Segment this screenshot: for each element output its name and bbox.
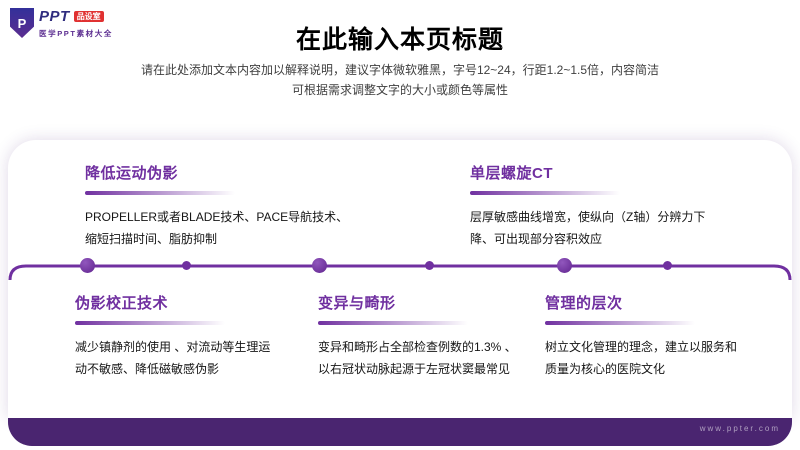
logo-text-block: PPT 品设室 医学PPT素材大全 <box>39 8 113 39</box>
timeline-dot-large-3 <box>557 258 572 273</box>
item-body: 减少镇静剂的使用 、对流动等生理运动不敏感、降低磁敏感伪影 <box>75 340 271 376</box>
item-title: 单层螺旋CT <box>470 165 553 182</box>
item-motion-artifact: 降低运动伪影 PROPELLER或者BLADE技术、PACE导航技术、缩短扫描时… <box>85 162 353 250</box>
logo-row: PPT 品设室 <box>39 8 113 25</box>
timeline-dot-small-1 <box>182 261 191 270</box>
item-body: 树立文化管理的理念，建立以服务和质量为核心的医院文化 <box>545 340 738 376</box>
bottom-accent-bar <box>8 418 792 446</box>
timeline-dot-small-2 <box>425 261 434 270</box>
brand-tagline: 医学PPT素材大全 <box>39 29 113 38</box>
item-title: 伪影校正技术 <box>75 295 169 312</box>
item-body: PROPELLER或者BLADE技术、PACE导航技术、缩短扫描时间、脂肪抑制 <box>85 210 349 246</box>
item-title: 降低运动伪影 <box>85 165 179 182</box>
title-underline <box>545 321 695 325</box>
brand-logo: P PPT 品设室 医学PPT素材大全 <box>10 8 113 39</box>
title-underline <box>318 321 468 325</box>
item-title: 管理的层次 <box>545 295 623 312</box>
shield-letter: P <box>17 15 27 31</box>
title-underline <box>470 191 620 195</box>
page-title: 在此输入本页标题 <box>295 26 504 54</box>
watermark: www.ppter.com <box>699 424 780 433</box>
subtitle-line-2: 可根据需求调整文字的大小或颜色等属性 <box>291 82 508 97</box>
page-subtitle: 请在此处添加文本内容加以解释说明，建议字体微软雅黑，字号12~24，行距1.2~… <box>0 61 800 101</box>
timeline-dot-large-2 <box>312 258 327 273</box>
content-card: 降低运动伪影 PROPELLER或者BLADE技术、PACE导航技术、缩短扫描时… <box>8 140 792 418</box>
item-body: 变异和畸形占全部检查例数的1.3% 、以右冠状动脉起源于左冠状窦最常见 <box>318 340 517 376</box>
timeline-line <box>8 264 792 281</box>
title-underline <box>85 191 235 195</box>
title-underline <box>75 321 225 325</box>
item-single-slice-ct: 单层螺旋CT 层厚敏感曲线增宽，使纵向（Z轴）分辨力下降、可出现部分容积效应 <box>470 162 728 250</box>
item-management-levels: 管理的层次 树立文化管理的理念，建立以服务和质量为核心的医院文化 <box>545 292 743 380</box>
brand-name: PPT <box>39 8 70 25</box>
timeline-dot-small-3 <box>663 261 672 270</box>
subtitle-line-1: 请在此处添加文本内容加以解释说明，建议字体微软雅黑，字号12~24，行距1.2~… <box>140 63 660 77</box>
timeline-dot-large-1 <box>80 258 95 273</box>
brand-badge: 品设室 <box>73 11 104 22</box>
item-artifact-correction: 伪影校正技术 减少镇静剂的使用 、对流动等生理运动不敏感、降低磁敏感伪影 <box>75 292 281 380</box>
item-title: 变异与畸形 <box>318 295 396 312</box>
item-variation-deformity: 变异与畸形 变异和畸形占全部检查例数的1.3% 、以右冠状动脉起源于左冠状窦最常… <box>318 292 518 380</box>
item-body: 层厚敏感曲线增宽，使纵向（Z轴）分辨力下降、可出现部分容积效应 <box>470 210 706 246</box>
